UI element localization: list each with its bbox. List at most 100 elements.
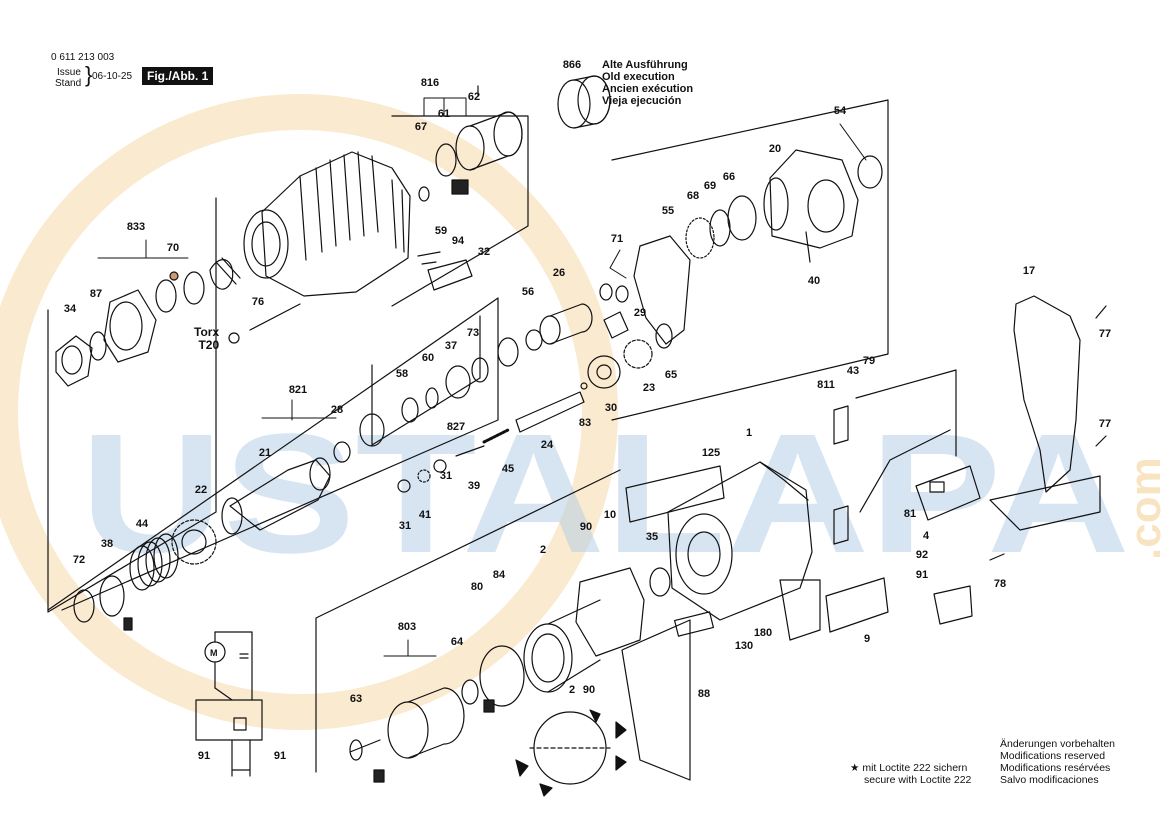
part-label-26: 26 [553, 267, 565, 279]
frame-803 [315, 469, 621, 773]
clutch-parts [333, 337, 519, 463]
issue-brace: } [85, 62, 93, 87]
part-label-24: 24 [541, 439, 554, 451]
part-94 [421, 261, 437, 265]
gear-22 [171, 519, 217, 565]
part-label-62: 62 [468, 91, 480, 103]
part-label-4: 4 [923, 530, 930, 542]
part-label-40: 40 [808, 275, 820, 287]
part-label-60: 60 [422, 352, 434, 364]
modifications-note: Änderungen vorbehalten Modifications res… [1000, 738, 1115, 786]
gear-parts [587, 323, 673, 389]
part-61 [435, 143, 457, 177]
watermark-suffix: .com [1121, 457, 1168, 560]
part-label-29: 29 [634, 307, 646, 319]
part-label-180: 180 [754, 627, 772, 639]
part-label-31: 31 [440, 470, 452, 482]
part-label-803: 803 [398, 621, 416, 633]
watermark-text: USTALAPA [80, 399, 1130, 589]
part-label-37: 37 [445, 340, 457, 352]
part-label-130: 130 [735, 640, 753, 652]
part-label-84: 84 [493, 569, 506, 581]
part-label-64: 64 [451, 636, 464, 648]
motor-housing-1 [667, 461, 821, 641]
part-label-56: 56 [522, 286, 534, 298]
loctite-line-2: secure with Loctite 222 [864, 774, 972, 786]
pin-39 [455, 445, 485, 457]
ring-31-b [397, 479, 411, 493]
part-label-55: 55 [662, 205, 674, 217]
modifications-line: Salvo modificaciones [1000, 774, 1099, 786]
wiring-schematic [195, 631, 263, 777]
part-label-66: 66 [723, 171, 735, 183]
torx-icon [228, 332, 240, 344]
part-35 [649, 567, 671, 597]
part-62 [455, 111, 523, 171]
part-label-65: 65 [665, 369, 677, 381]
wire-upper [855, 369, 957, 457]
part-label-81: 81 [904, 508, 916, 520]
stator-end-view [515, 709, 627, 797]
part-68 [685, 217, 715, 259]
ring-84 [479, 645, 525, 707]
part-label-80: 80 [471, 581, 483, 593]
part-label-30: 30 [605, 402, 617, 414]
part-label-32: 32 [478, 246, 490, 258]
part-sticker-3 [373, 769, 385, 783]
part-label-39: 39 [468, 480, 480, 492]
part-label-17: 17 [1023, 265, 1035, 277]
motor-symbol: M [210, 648, 218, 658]
screw-77-a [1095, 305, 1107, 319]
part-label-44: 44 [136, 518, 149, 530]
modifications-line: Modifications resérvées [1000, 762, 1111, 774]
part-number: 0 611 213 003 [51, 52, 115, 63]
part-38 [99, 575, 125, 617]
part-label-88: 88 [698, 688, 710, 700]
part-label-125: 125 [702, 447, 720, 459]
part-label-21: 21 [259, 447, 271, 459]
part-label-9: 9 [864, 633, 870, 645]
part-sticker-2 [123, 617, 133, 631]
plate-88 [621, 619, 691, 781]
part-130 [673, 611, 715, 637]
part-label-91: 91 [916, 569, 928, 581]
part-label-54: 54 [834, 105, 847, 117]
old-execution-line: Vieja ejecución [602, 95, 682, 107]
piston-parts [525, 283, 629, 351]
part-label-69: 69 [704, 180, 716, 192]
watermark-circle [0, 94, 618, 730]
handle-17 [1013, 295, 1081, 493]
part-label-63: 63 [350, 693, 362, 705]
part-label-72: 72 [73, 554, 85, 566]
issue-date: 06-10-25 [92, 71, 133, 82]
part-label-87: 87 [90, 288, 102, 300]
part-label-41: 41 [419, 509, 431, 521]
part-label-2: 2 [569, 684, 575, 696]
part-label-35: 35 [646, 531, 658, 543]
part-label-58: 58 [396, 368, 408, 380]
issue-label-1: Issue [57, 67, 81, 78]
ring-41 [417, 469, 431, 483]
part-label-79: 79 [863, 355, 875, 367]
spindle-21 [221, 457, 331, 535]
part-sticker-4 [483, 699, 495, 713]
part-label-92: 92 [916, 549, 928, 561]
part-69 [709, 209, 731, 247]
part-label-2: 2 [540, 544, 546, 556]
part-label-45: 45 [502, 463, 514, 475]
part-label-811: 811 [817, 379, 835, 391]
part-label-59: 59 [435, 225, 447, 237]
part-76 [249, 303, 301, 331]
switch-4 [915, 465, 981, 521]
old-execution-line: Alte Ausführung [602, 59, 688, 71]
part-label-78: 78 [994, 578, 1006, 590]
torx-line: Torx [194, 325, 220, 339]
part-sticker [451, 179, 469, 195]
loctite-note: ★ mit Loctite 222 sichern secure with Lo… [850, 762, 971, 786]
part-label-10: 10 [604, 509, 616, 521]
screw-78 [989, 553, 1005, 561]
part-label-816: 816 [421, 77, 439, 89]
gear-housing [243, 151, 411, 297]
frame-827 [371, 315, 481, 446]
